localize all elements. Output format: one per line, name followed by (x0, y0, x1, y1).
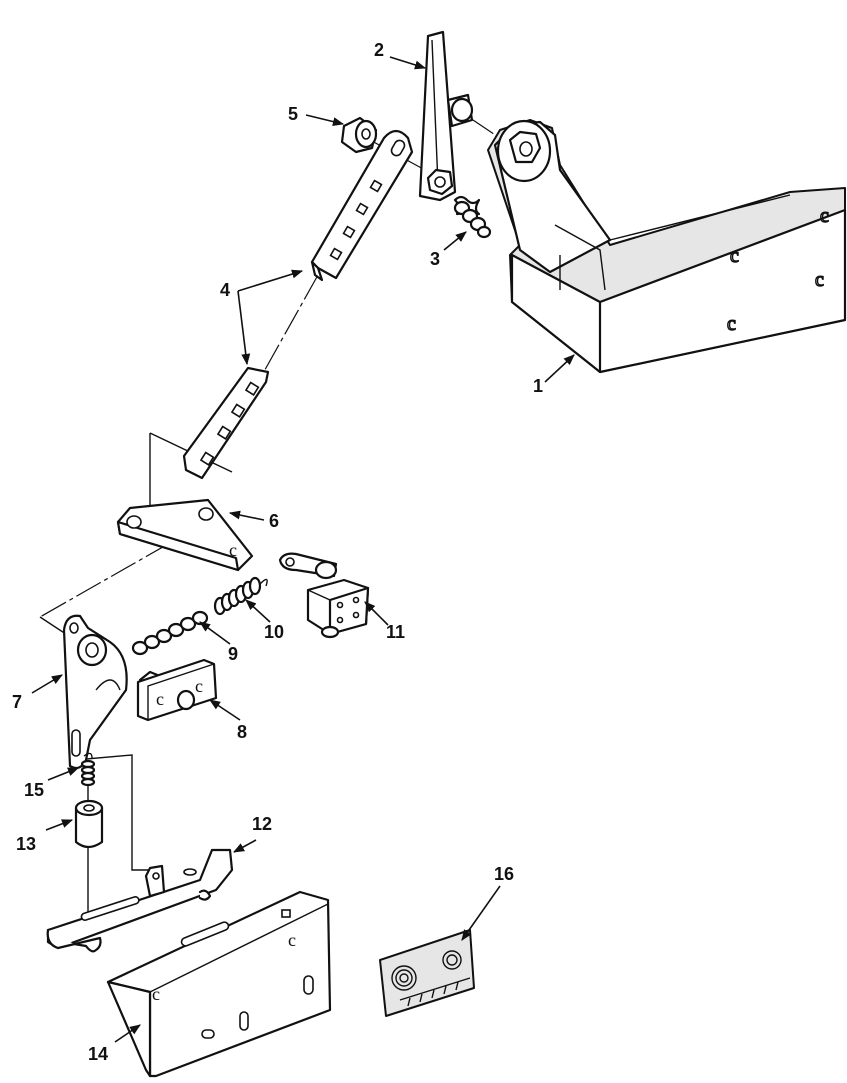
callout-4: 4 (220, 280, 230, 300)
svg-text:c: c (815, 269, 824, 291)
callout-12: 12 (252, 814, 272, 834)
svg-text:c: c (727, 313, 736, 335)
part-13-sleeve (74, 799, 104, 849)
part-6-bellcrank-plate: c (116, 498, 254, 572)
svg-text:c: c (288, 930, 296, 950)
part-7-lever (62, 614, 128, 770)
svg-text:c: c (730, 245, 739, 267)
callout-16: 16 (494, 864, 514, 884)
assembly-lines (39, 117, 541, 935)
callout-10: 10 (264, 622, 284, 642)
callout-7: 7 (12, 692, 22, 712)
part-10-spring (213, 576, 268, 616)
part-16-decal (379, 929, 475, 1017)
part-3-spring (453, 195, 492, 239)
svg-text:c: c (229, 540, 237, 560)
svg-text:c: c (152, 984, 160, 1004)
part-15-spring (80, 752, 96, 787)
callout-14: 14 (88, 1044, 108, 1064)
callout-6: 6 (269, 511, 279, 531)
leader-lines (31, 56, 575, 1043)
part-2-pivot-arm (418, 30, 474, 202)
part-12-slide-bar (46, 848, 234, 953)
callout-9: 9 (228, 644, 238, 664)
callout-13: 13 (16, 834, 36, 854)
callout-8: 8 (237, 722, 247, 742)
part-14-base-plate: c c (106, 890, 332, 1078)
part-8-pivot-plate: c c (136, 658, 218, 722)
svg-text:c: c (820, 205, 829, 227)
callout-5: 5 (288, 104, 298, 124)
callout-15: 15 (24, 780, 44, 800)
part-11-switch-assembly (278, 552, 370, 639)
svg-text:c: c (195, 676, 203, 696)
callout-3: 3 (430, 249, 440, 269)
part-9-spring (131, 610, 209, 656)
callout-2: 2 (374, 40, 384, 60)
part-4-adjusting-link-upper (310, 129, 414, 282)
svg-text:c: c (156, 689, 164, 709)
part-4-adjusting-link-lower (182, 366, 270, 480)
part-5-bushing (340, 116, 378, 154)
callout-labels: 1 2 3 4 5 6 7 8 9 10 11 12 13 14 15 16 (12, 40, 543, 1064)
callout-1: 1 (533, 376, 543, 396)
callout-11: 11 (386, 622, 405, 642)
part-1-mounting-bracket: c c c c (487, 119, 847, 374)
